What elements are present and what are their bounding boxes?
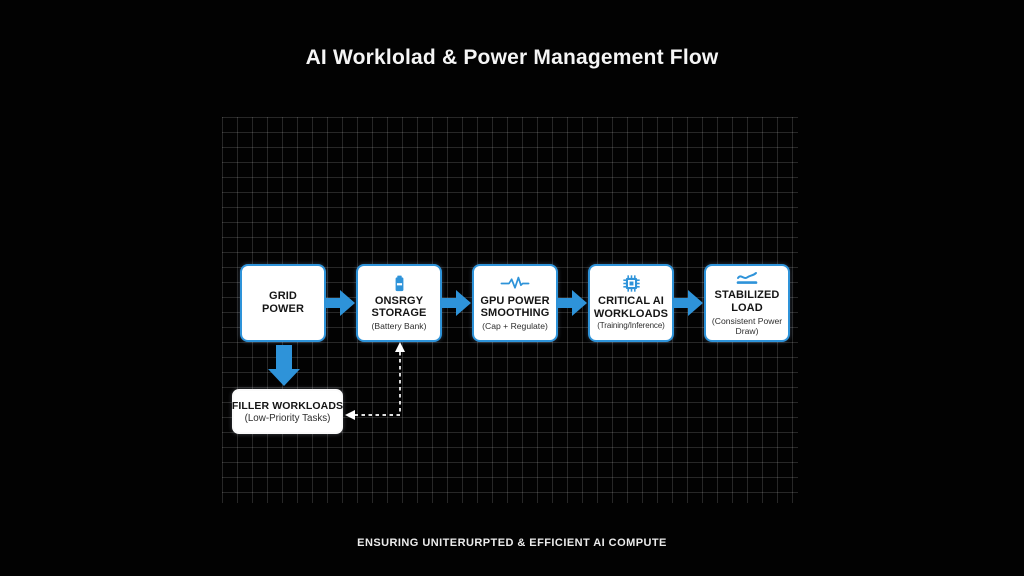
dashed-feedback-connector — [345, 342, 405, 420]
flow-arrow — [442, 264, 472, 342]
footer-caption: ENSURING UNITERURPTED & EFFICIENT AI COM… — [357, 537, 667, 549]
right-arrow-icon — [326, 290, 355, 316]
flow-node-filler-workloads: FILLER WORKLOADS (Low-Priority Tasks) — [232, 389, 343, 434]
trend-icon — [736, 272, 758, 285]
node-title: GPU POWER SMOOTHING — [480, 294, 550, 320]
right-arrow-icon — [442, 290, 471, 316]
main-flow-row: GRID POWER ONSRGY STORAGE (Battery Bank) — [240, 264, 790, 342]
node-subtitle: (Consistent Power Draw) — [711, 315, 783, 337]
flow-arrow — [326, 264, 356, 342]
node-title: CRITICAL AI WORKLOADS — [593, 294, 669, 320]
node-title: STABILIZED LOAD — [714, 289, 780, 315]
right-arrow-icon — [674, 290, 703, 316]
node-subtitle: (Battery Bank) — [371, 321, 427, 331]
flow-node-grid-power: GRID POWER — [240, 264, 326, 342]
flow-node-stabilized-load: STABILIZED LOAD (Consistent Power Draw) — [704, 264, 790, 342]
flow-arrow — [674, 264, 704, 342]
node-title: FILLER WORKLOADS — [231, 399, 344, 412]
diagram-title: AI Worklolad & Power Management Flow — [305, 46, 719, 69]
flow-arrow — [558, 264, 588, 342]
right-arrow-icon — [558, 290, 587, 316]
node-title: ONSRGY STORAGE — [371, 294, 427, 320]
chip-icon — [622, 275, 640, 292]
node-subtitle: (Cap + Regulate) — [482, 321, 548, 331]
waveform-icon — [500, 276, 530, 289]
node-title: GRID POWER — [261, 290, 305, 315]
node-subtitle: (Low-Priority Tasks) — [244, 412, 331, 424]
flow-node-onsrgy-storage: ONSRGY STORAGE (Battery Bank) — [356, 264, 442, 342]
flow-node-critical-ai-workloads: CRITICAL AI WORKLOADS (Training/Inferenc… — [588, 264, 674, 342]
flow-node-gpu-power-smoothing: GPU POWER SMOOTHING (Cap + Regulate) — [472, 264, 558, 342]
node-subtitle: (Training/Inference) — [597, 321, 665, 331]
battery-icon — [395, 275, 403, 291]
down-arrow-icon — [268, 345, 300, 386]
